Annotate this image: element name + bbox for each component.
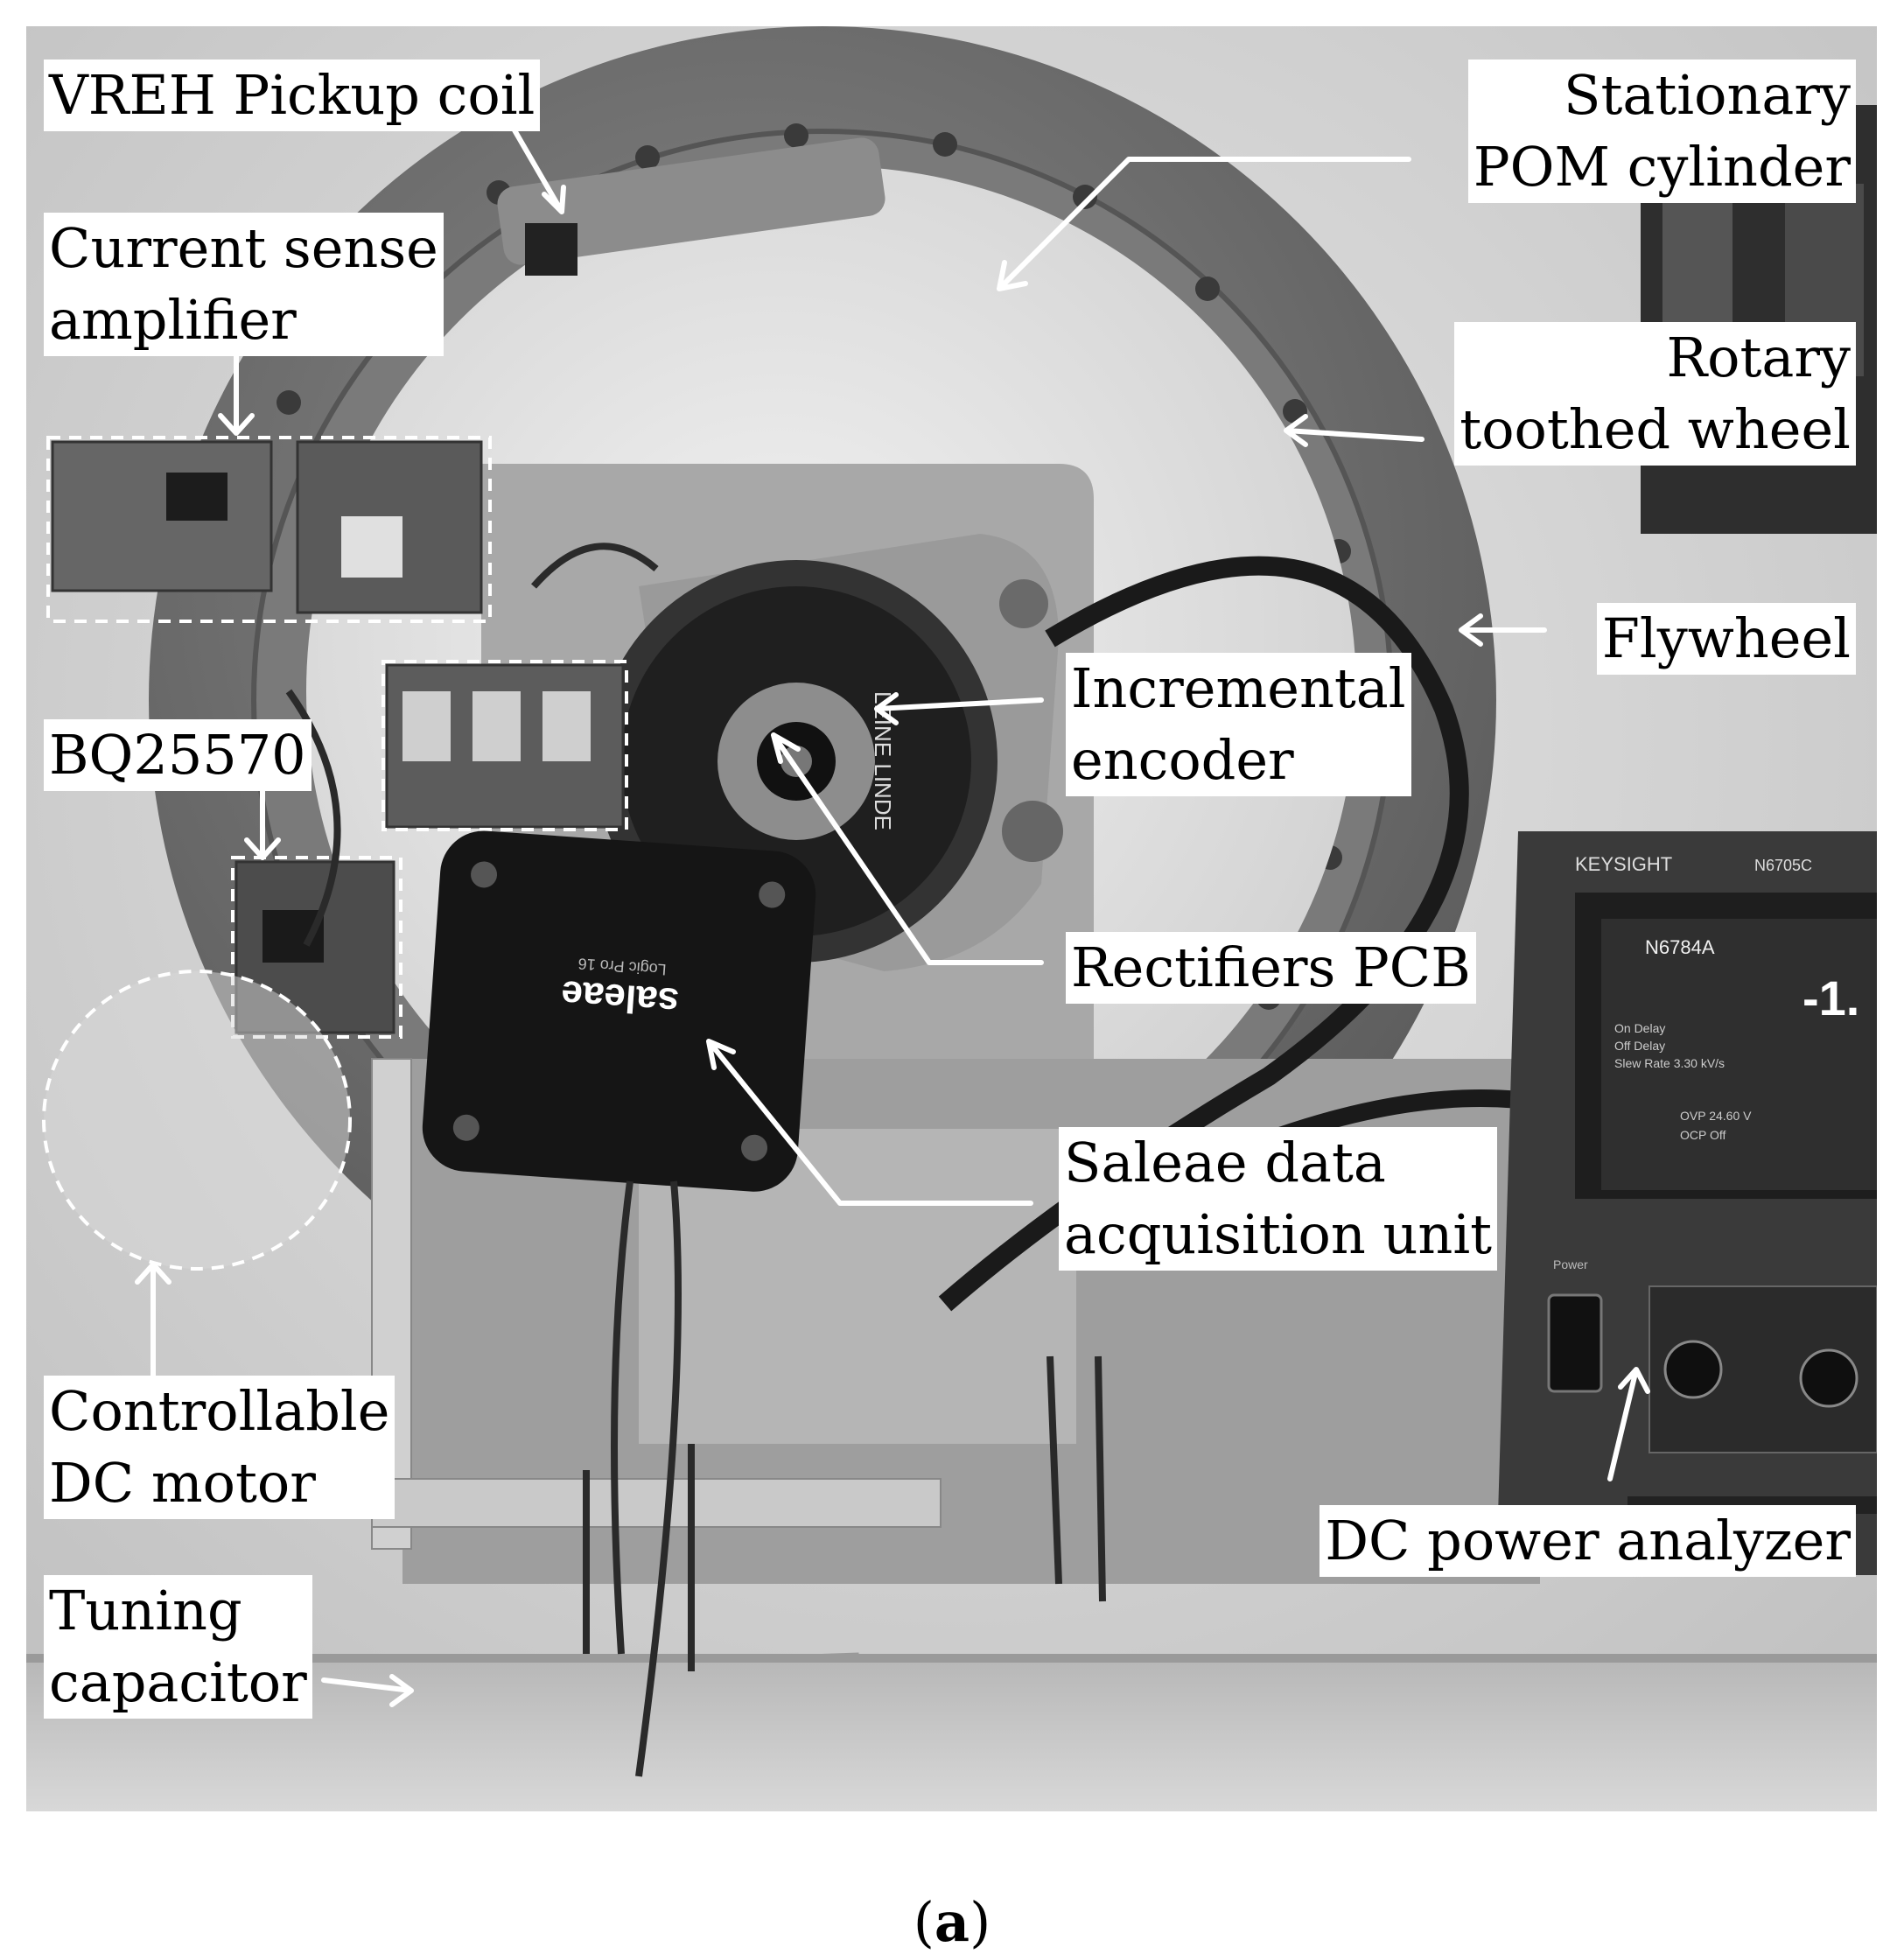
label-tuning-capacitor: Tuning capacitor	[44, 1575, 312, 1719]
dc-power-analyzer: KEYSIGHT N6705C N6784A -1. On Delay Off …	[1496, 831, 1877, 1575]
label-tuning-line1: Tuning	[49, 1579, 242, 1642]
analyzer-knob-volts	[1663, 1340, 1723, 1399]
label-dc-power-analyzer: DC power analyzer	[1320, 1505, 1856, 1577]
label-saleae-daq: Saleae data acquisition unit	[1059, 1127, 1498, 1271]
label-incremental-encoder: Incremental encoder	[1066, 653, 1411, 796]
label-controllable-dc-motor: Controllable DC motor	[44, 1376, 396, 1519]
label-incremental-line2: encoder	[1071, 728, 1294, 792]
analyzer-on-delay-text: On Delay	[1614, 1021, 1665, 1035]
label-rotary-line2: toothed wheel	[1460, 397, 1851, 461]
label-flywheel: Flywheel	[1596, 603, 1856, 675]
table-surface	[26, 1663, 1877, 1811]
analyzer-value-text: -1.	[1802, 970, 1859, 1026]
label-controllable-line1: Controllable	[49, 1379, 390, 1443]
figure-caption: (a)	[0, 1890, 1904, 1954]
saleae-daq: saleae Logic Pro 16	[422, 830, 816, 1192]
analyzer-power-text: Power	[1553, 1257, 1588, 1271]
label-saleae-line1: Saleae data	[1064, 1131, 1386, 1194]
label-incremental-line1: Incremental	[1071, 656, 1406, 720]
analyzer-channel-text: N6784A	[1645, 936, 1715, 958]
label-rectifiers-pcb: Rectifiers PCB	[1066, 932, 1476, 1004]
caption-open: (	[913, 1890, 934, 1954]
label-saleae-line2: acquisition unit	[1064, 1202, 1493, 1266]
label-rotary-toothed-wheel: Rotary toothed wheel	[1454, 322, 1856, 466]
caption-close: )	[970, 1890, 991, 1954]
analyzer-brand-text: KEYSIGHT	[1575, 853, 1672, 875]
analyzer-model-text: N6705C	[1754, 857, 1812, 874]
label-stationary-pom-cylinder: Stationary POM cylinder	[1467, 60, 1856, 203]
rectifiers-pcb	[385, 663, 625, 829]
label-controllable-line2: DC motor	[49, 1451, 316, 1515]
label-rectifiers-text: Rectifiers PCB	[1071, 935, 1471, 999]
analyzer-off-delay-text: Off Delay	[1614, 1039, 1665, 1053]
label-vreh-pickup-coil: VREH Pickup coil	[44, 60, 541, 131]
analyzer-power-switch	[1547, 1293, 1603, 1393]
label-current-sense-line2: amplifier	[49, 288, 297, 352]
label-tuning-line2: capacitor	[49, 1650, 307, 1714]
analyzer-ocp-text: OCP Off	[1680, 1128, 1726, 1142]
label-dc-power-analyzer-text: DC power analyzer	[1325, 1509, 1851, 1572]
label-bq25570: BQ25570	[44, 719, 312, 791]
rectifiers-box	[382, 660, 628, 831]
annotation-arrows	[135, 116, 1650, 1707]
label-vreh-text: VREH Pickup coil	[49, 63, 536, 127]
analyzer-ovp-text: OVP 24.60 V	[1680, 1109, 1752, 1123]
label-rotary-line1: Rotary	[1666, 326, 1851, 389]
label-bq25570-text: BQ25570	[49, 723, 306, 787]
daq-brand-text: saleae	[560, 972, 681, 1023]
current-sense-pcb	[51, 440, 483, 614]
pickup-coil-bracket	[497, 137, 886, 265]
label-current-sense-amplifier: Current sense amplifier	[44, 213, 444, 356]
label-stationary-line2: POM cylinder	[1473, 135, 1851, 199]
analyzer-knob-offset	[1799, 1348, 1858, 1408]
current-sense-box	[46, 436, 492, 623]
label-current-sense-line1: Current sense	[49, 216, 438, 280]
caption-letter: a	[934, 1890, 970, 1954]
label-stationary-line1: Stationary	[1564, 63, 1851, 127]
label-flywheel-text: Flywheel	[1601, 606, 1851, 670]
dc-motor-circle	[42, 970, 352, 1271]
analyzer-slew-text: Slew Rate 3.30 kV/s	[1614, 1056, 1725, 1070]
